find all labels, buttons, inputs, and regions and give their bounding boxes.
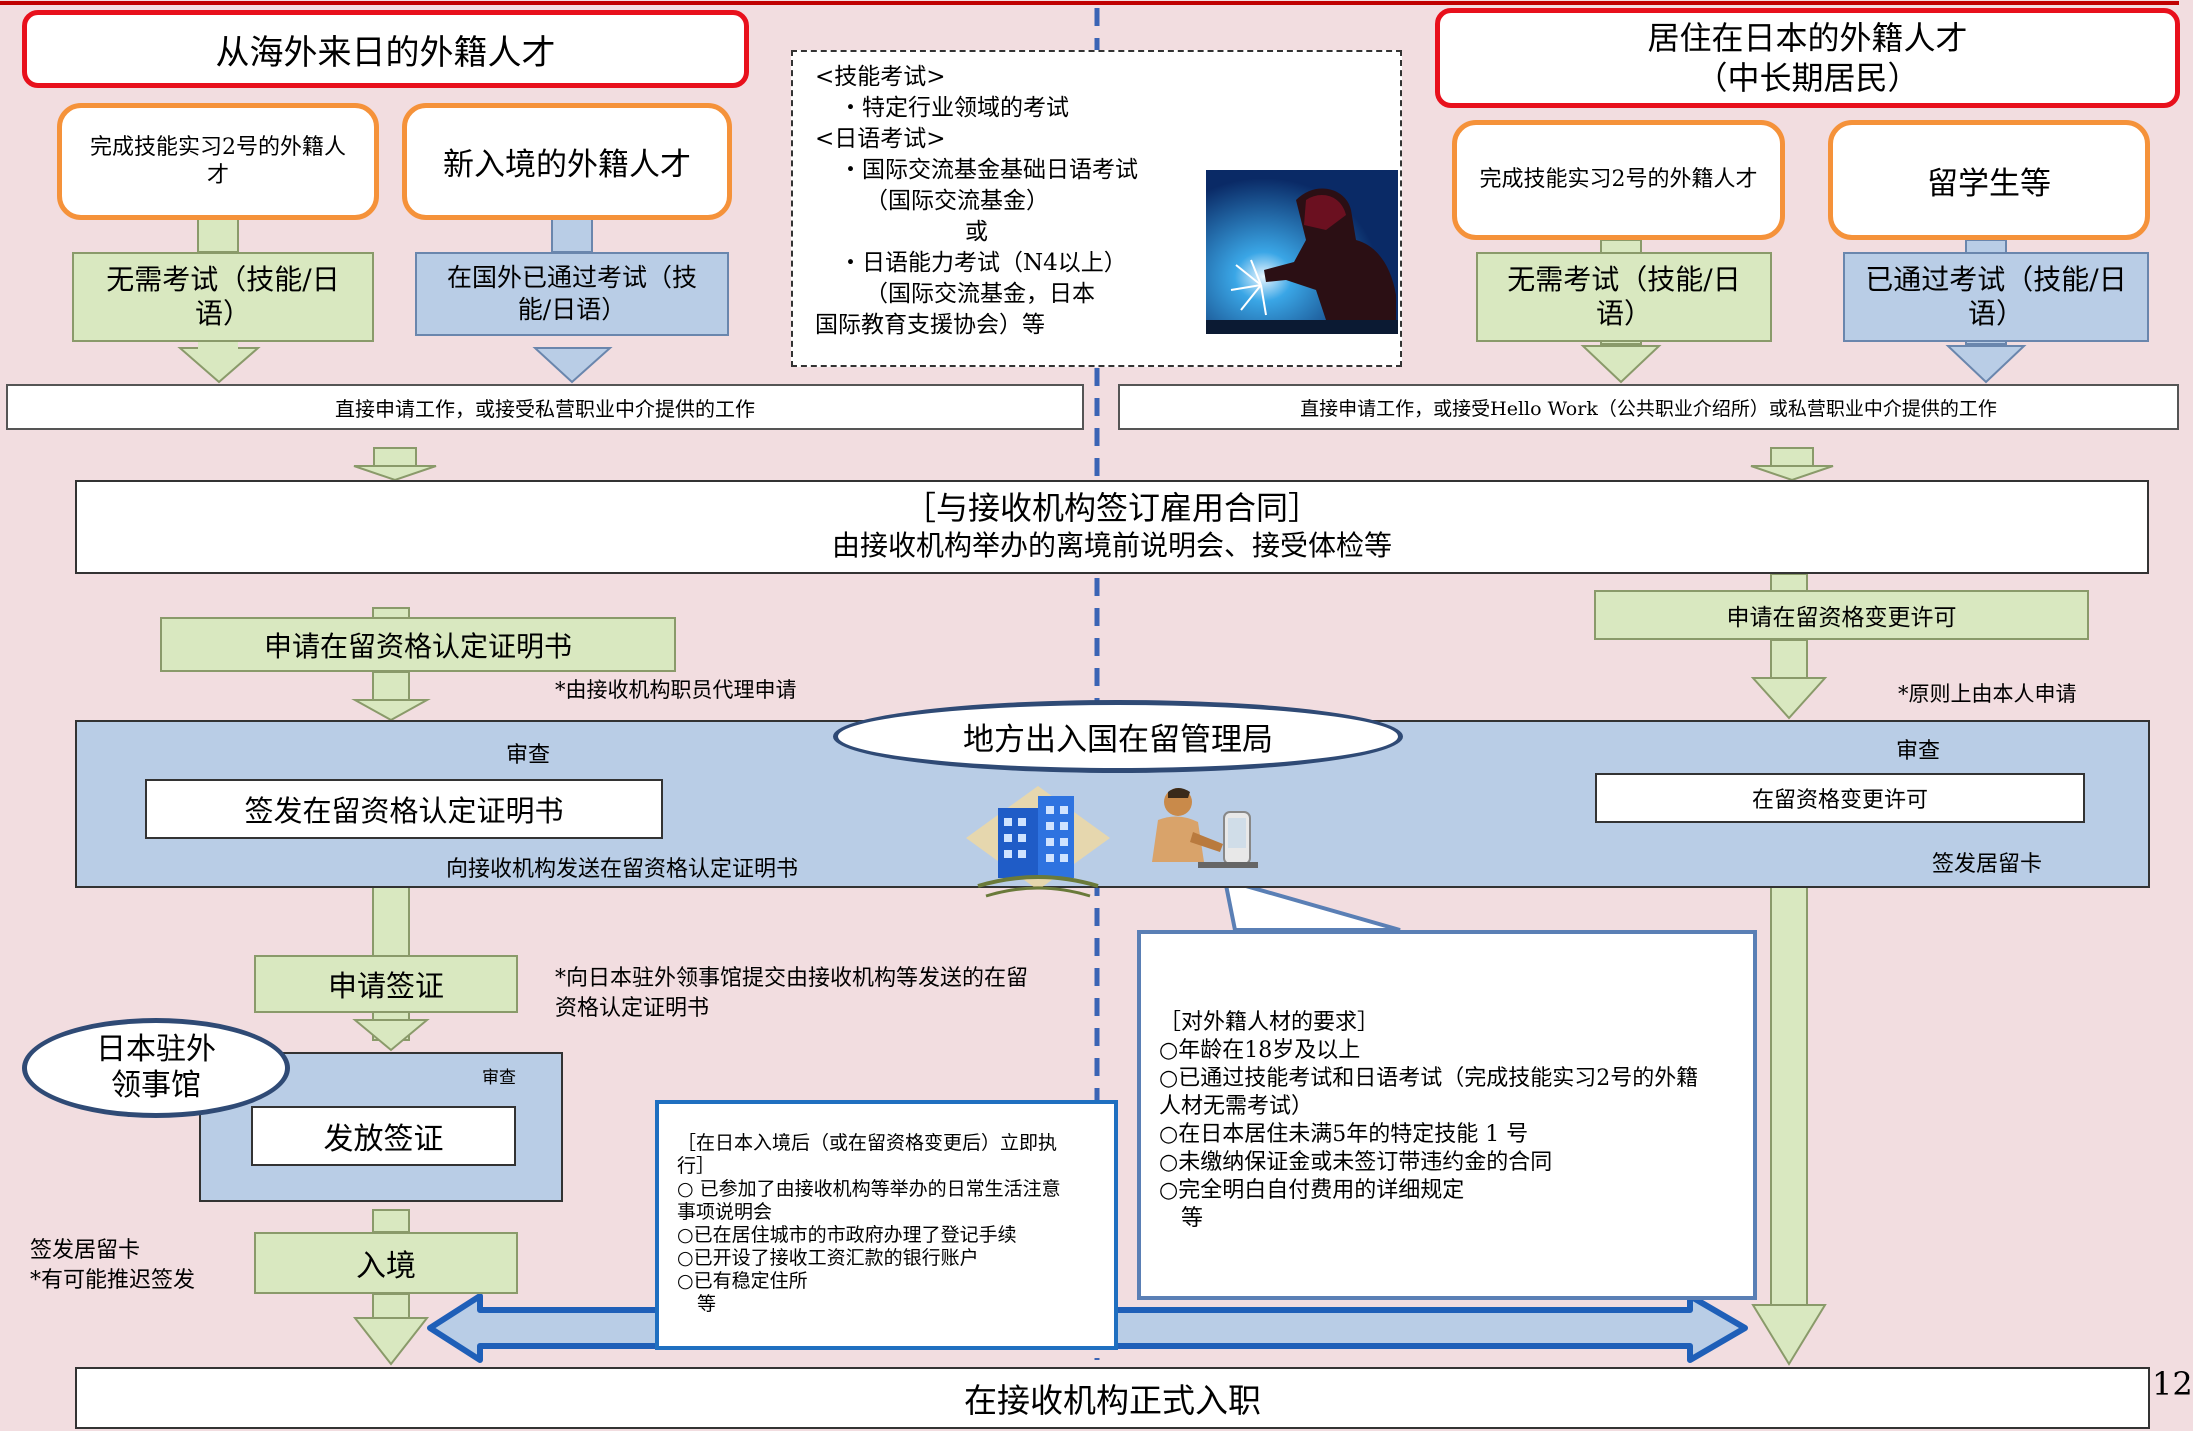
jp-exam-item2: ・日语能力考试（N4以上） bbox=[839, 250, 1127, 276]
consulate-ellipse: 日本驻外 领事馆 bbox=[22, 1018, 290, 1118]
right-trainee-box: 完成技能实习2号的外籍人才 bbox=[1452, 120, 1785, 240]
right-student-box: 留学生等 bbox=[1828, 120, 2150, 240]
entry-card-line1: 签发居留卡 bbox=[30, 1238, 141, 1263]
coe-apply-box: 申请在留资格认定证明书 bbox=[160, 617, 676, 672]
visa-submit-note-line2: 资格认定证明书 bbox=[555, 996, 710, 1021]
page-number: 12 bbox=[2152, 1365, 2193, 1405]
resident-title-line1: 居住在日本的外籍人才 bbox=[1647, 19, 1968, 57]
consulate-line1: 日本驻外 bbox=[96, 1032, 216, 1067]
right-passed-label: 已通过考试（技能/日语） bbox=[1865, 263, 2127, 330]
contract-title: ［与接收机构签订雇用合同］ bbox=[903, 489, 1320, 527]
coe-apply-label: 申请在留资格认定证明书 bbox=[263, 629, 572, 663]
right-trainee-label: 完成技能实习2号的外籍人才 bbox=[1479, 167, 1758, 192]
left-job-search-box: 直接申请工作，或接受私营职业中介提供的工作 bbox=[6, 384, 1084, 430]
self-apply-note: *原则上由本人申请 bbox=[1898, 682, 2077, 706]
requirement-exam-line2: 人材无需考试） bbox=[1159, 1094, 1314, 1119]
right-no-exam-label: 无需考试（技能/日语） bbox=[1507, 263, 1741, 330]
after-entry-item2: ○已在居住城市的市政府办理了登记手续 bbox=[677, 1224, 1017, 1246]
building-icon bbox=[966, 786, 1110, 898]
overseas-title-text: 从海外来日的外籍人才 bbox=[215, 32, 556, 73]
left-trainee-label: 完成技能实习2号的外籍人才 bbox=[90, 134, 346, 188]
after-entry-item3: ○已开设了接收工资汇款的银行账户 bbox=[677, 1247, 979, 1269]
left-passed-abroad-box: 在国外已通过考试（技能/日语） bbox=[415, 252, 729, 336]
exam-info-box: <技能考试> ・特定行业领域的考试 <日语考试> ・国际交流基金基础日语考试 （… bbox=[791, 50, 1402, 367]
change-review-label: 审查 bbox=[1896, 739, 1941, 764]
final-label: 在接收机构正式入职 bbox=[964, 1381, 1261, 1420]
overseas-title: 从海外来日的外籍人才 bbox=[22, 10, 749, 88]
welder-picture bbox=[1206, 170, 1398, 334]
requirements-callout: ［对外籍人材的要求］ ○年龄在18岁及以上 ○已通过技能考试和日语考试（完成技能… bbox=[1137, 930, 1757, 1300]
change-apply-label: 申请在留资格变更许可 bbox=[1726, 605, 1957, 631]
coe-issue-label: 签发在留资格认定证明书 bbox=[244, 794, 564, 828]
after-entry-item1-line1: ○ 已参加了由接收机构等举办的日常生活注意 bbox=[677, 1178, 1061, 1200]
contract-box: ［与接收机构签订雇用合同］ 由接收机构举办的离境前说明会、接受体检等 bbox=[75, 480, 2149, 574]
left-job-search-label: 直接申请工作，或接受私营职业中介提供的工作 bbox=[335, 396, 755, 421]
visa-submit-note: *向日本驻外领事馆提交由接收机构等发送的在留 资格认定证明书 bbox=[555, 964, 1028, 1024]
immigration-bureau-label: 地方出入国在留管理局 bbox=[963, 722, 1273, 758]
change-permit-box: 在留资格变更许可 bbox=[1595, 773, 2085, 823]
after-entry-title-line1: ［在日本入境后（或在留资格变更后）立即执 bbox=[677, 1132, 1058, 1154]
right-student-label: 留学生等 bbox=[1927, 165, 2051, 202]
left-new-entry-label: 新入境的外籍人才 bbox=[443, 147, 691, 183]
left-no-exam-label: 无需考试（技能/日语） bbox=[106, 263, 340, 330]
resident-title-line2: （中长期居民） bbox=[1695, 59, 1920, 97]
skill-exam-item: ・特定行业领域的考试 bbox=[839, 95, 1069, 121]
coe-send-label: 向接收机构发送在留资格认定证明书 bbox=[446, 857, 799, 882]
left-no-exam-box: 无需考试（技能/日语） bbox=[72, 252, 374, 342]
change-apply-box: 申请在留资格变更许可 bbox=[1594, 590, 2089, 640]
jp-exam-item1-org: （国际交流基金） bbox=[865, 188, 1049, 214]
after-entry-title-line2: 行］ bbox=[677, 1155, 716, 1177]
requirements-title: ［对外籍人材的要求］ bbox=[1159, 1010, 1380, 1035]
residence-card-label: 签发居留卡 bbox=[1932, 852, 2043, 877]
left-new-entry-box: 新入境的外籍人才 bbox=[402, 103, 732, 220]
final-box: 在接收机构正式入职 bbox=[75, 1367, 2150, 1429]
coe-review-label: 审查 bbox=[506, 743, 551, 768]
visa-issue-label: 发放签证 bbox=[323, 1122, 444, 1157]
entry-label: 入境 bbox=[356, 1249, 416, 1284]
right-passed-box: 已通过考试（技能/日语） bbox=[1843, 252, 2149, 342]
visa-apply-label: 申请签证 bbox=[327, 969, 444, 1003]
entry-card-line2: *有可能推迟签发 bbox=[30, 1268, 196, 1293]
consulate-line2: 领事馆 bbox=[111, 1068, 201, 1103]
skill-exam-header: <技能考试> bbox=[815, 64, 946, 90]
after-entry-box: ［在日本入境后（或在留资格变更后）立即执 行］ ○ 已参加了由接收机构等举办的日… bbox=[655, 1100, 1118, 1350]
contract-subtitle: 由接收机构举办的离境前说明会、接受体检等 bbox=[831, 529, 1392, 562]
jp-exam-item1: ・国际交流基金基础日语考试 bbox=[839, 157, 1138, 183]
resident-title: 居住在日本的外籍人才 （中长期居民） bbox=[1435, 8, 2180, 108]
visa-apply-box: 申请签证 bbox=[254, 955, 518, 1013]
right-no-exam-box: 无需考试（技能/日语） bbox=[1476, 252, 1772, 342]
coe-issue-box: 签发在留资格认定证明书 bbox=[145, 779, 663, 839]
after-entry-etc: 等 bbox=[697, 1293, 717, 1315]
after-entry-item1-line2: 事项说明会 bbox=[677, 1201, 773, 1223]
visa-issue-box: 发放签证 bbox=[251, 1106, 516, 1166]
requirement-age: ○年龄在18岁及以上 bbox=[1159, 1038, 1361, 1063]
jp-exam-item2-org1: （国际交流基金，日本 bbox=[865, 281, 1095, 307]
immigration-bureau-ellipse: 地方出入国在留管理局 bbox=[833, 700, 1403, 773]
requirement-exam-line1: ○已通过技能考试和日语考试（完成技能实习2号的外籍 bbox=[1159, 1066, 1699, 1091]
visa-submit-note-line1: *向日本驻外领事馆提交由接收机构等发送的在留 bbox=[555, 966, 1029, 991]
proxy-note: *由接收机构职员代理申请 bbox=[555, 678, 797, 702]
right-job-search-box: 直接申请工作，或接受Hello Work（公共职业介绍所）或私营职业中介提供的工… bbox=[1118, 384, 2179, 430]
requirements-etc: 等 bbox=[1181, 1206, 1204, 1231]
right-job-search-label: 直接申请工作，或接受Hello Work（公共职业介绍所）或私营职业中介提供的工… bbox=[1300, 397, 1997, 420]
page-number-text: 12 bbox=[2152, 1365, 2193, 1403]
office-worker-icon bbox=[1152, 788, 1258, 868]
visa-review-label: 审查 bbox=[482, 1068, 516, 1088]
requirement-residence: ○在日本居住未满5年的特定技能 1 号 bbox=[1159, 1122, 1529, 1147]
after-entry-item4: ○已有稳定住所 bbox=[677, 1270, 808, 1292]
requirement-costs: ○完全明白自付费用的详细规定 bbox=[1159, 1178, 1465, 1203]
left-trainee-box: 完成技能实习2号的外籍人才 bbox=[57, 103, 379, 220]
change-permit-label: 在留资格变更许可 bbox=[1751, 788, 1928, 813]
entry-box: 入境 bbox=[254, 1232, 518, 1294]
jp-exam-header: <日语考试> bbox=[815, 126, 946, 152]
or-label: 或 bbox=[965, 219, 988, 245]
requirement-deposit: ○未缴纳保证金或未签订带违约金的合同 bbox=[1159, 1150, 1553, 1175]
jp-exam-item2-org2: 国际教育支援协会）等 bbox=[815, 312, 1045, 338]
entry-card-note: 签发居留卡 *有可能推迟签发 bbox=[30, 1236, 195, 1296]
left-passed-abroad-label: 在国外已通过考试（技能/日语） bbox=[446, 263, 697, 324]
